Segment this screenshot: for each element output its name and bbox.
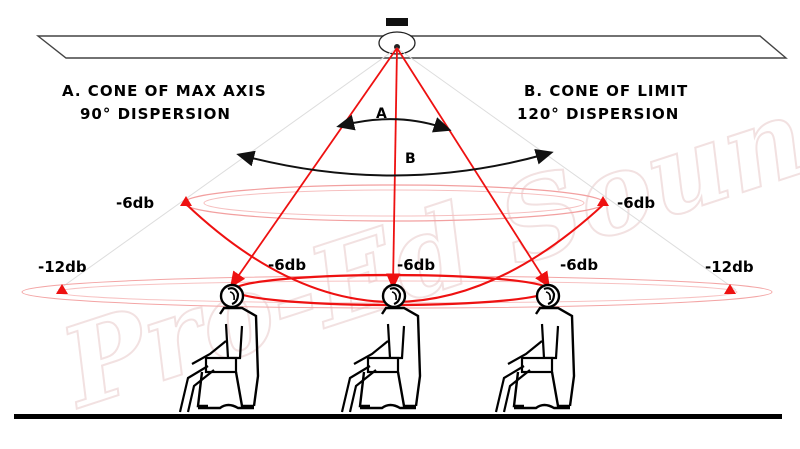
heading-a-line1: A. CONE OF MAX AXIS (62, 82, 267, 100)
db-minus6-right: -6db (617, 194, 655, 212)
arc-b (236, 149, 554, 177)
db-markers (56, 196, 736, 294)
guide-line-left (57, 47, 398, 291)
db-minus6-listener-left: -6db (268, 256, 306, 274)
db-minus12-left: -12db (38, 258, 87, 276)
marker-minus6-left (180, 196, 192, 206)
heading-b-line1: B. CONE OF LIMIT (524, 82, 688, 100)
arc-a (336, 114, 452, 133)
db-minus6-left: -6db (116, 194, 154, 212)
label-a: A (376, 106, 387, 122)
floor-line (14, 414, 782, 419)
guide-line-right (396, 47, 737, 291)
ray-right (396, 47, 550, 289)
db-minus12-right: -12db (705, 258, 754, 276)
heading-b-line2: 120° DISPERSION (517, 105, 679, 123)
ceiling-plane (35, 35, 788, 59)
heading-a-line2: 90° DISPERSION (80, 105, 231, 123)
listener-seated-icon (494, 283, 576, 414)
db-minus6-listener-right: -6db (560, 256, 598, 274)
db-minus6-listener-center: -6db (397, 256, 435, 274)
marker-minus12-right (724, 284, 736, 294)
label-b: B (405, 151, 416, 167)
marker-minus6-right (597, 196, 609, 206)
marker-minus12-left (56, 284, 68, 294)
ray-left (229, 47, 398, 288)
ray-center (386, 47, 401, 290)
